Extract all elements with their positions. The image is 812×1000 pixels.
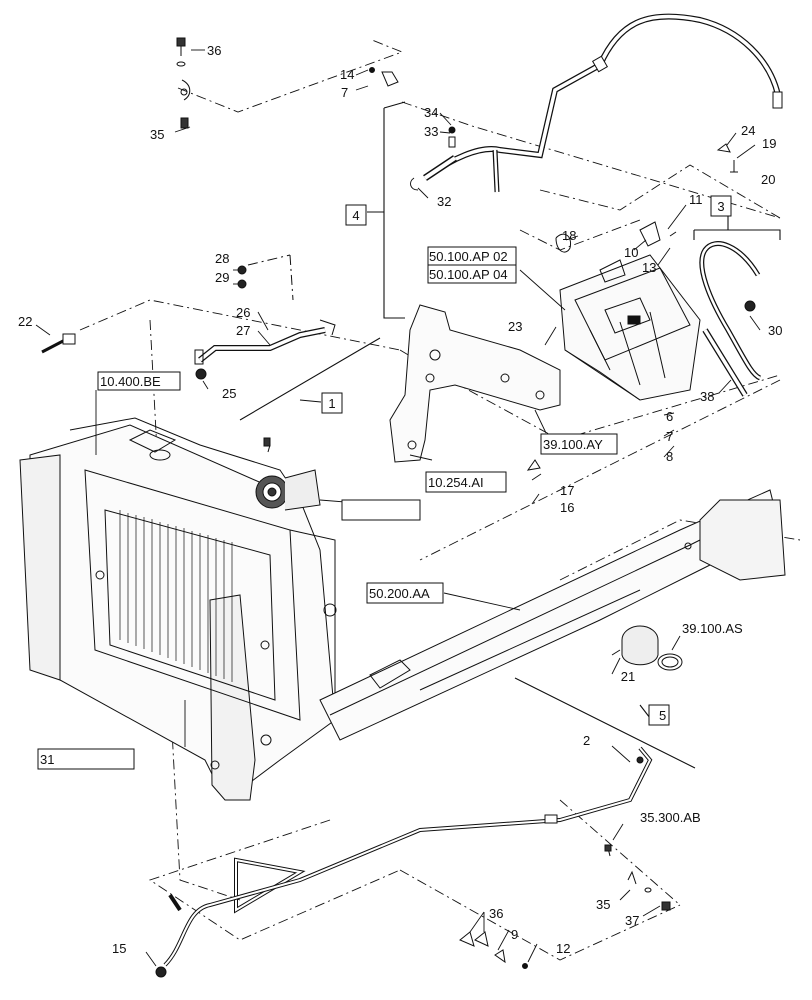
callout-label: 12	[556, 941, 570, 956]
callout-label: 36	[207, 43, 221, 58]
callout-label: 18	[562, 228, 576, 243]
callout-label: 10	[624, 245, 638, 260]
callout-box-3	[710, 195, 732, 217]
callout-label: 27	[236, 323, 250, 338]
callout-label: 17	[560, 483, 574, 498]
callout-label: 1	[328, 396, 335, 411]
callout-label: 15	[112, 941, 126, 956]
callout-label: 38	[700, 389, 714, 404]
callout-label: 20	[761, 172, 775, 187]
callout-label: 19	[762, 136, 776, 151]
callout-label: 33	[424, 124, 438, 139]
callout-label: 36	[489, 906, 503, 921]
callout-label: 25	[222, 386, 236, 401]
callout-box-2	[648, 704, 670, 726]
callout-label: 3	[717, 199, 724, 214]
callout-label: 31	[40, 752, 54, 767]
callout-label: 22	[18, 314, 32, 329]
callout-label: 35	[150, 127, 164, 142]
callout-label: 28	[215, 251, 229, 266]
callout-label: 8	[666, 449, 673, 464]
callout-label: 34	[424, 105, 438, 120]
callout-box-4	[345, 204, 367, 226]
callout-label: 29	[215, 270, 229, 285]
callout-label: 50.100.AP 02	[429, 249, 508, 264]
callout-label: 35	[596, 897, 610, 912]
callout-label: 9	[511, 927, 518, 942]
callout-label: 7	[341, 85, 348, 100]
callout-label: 50.200.AA	[369, 586, 430, 601]
callout-label: 5	[659, 708, 666, 723]
callout-label: 23	[508, 319, 522, 334]
callout-label: 13	[642, 260, 656, 275]
callout-label: 24	[741, 123, 755, 138]
callout-label: 39.100.AY	[543, 437, 603, 452]
callout-label: 21	[621, 669, 635, 684]
callout-label: 10.400.BE	[100, 374, 161, 389]
callout-label: 50.100.AP 04	[429, 267, 508, 282]
callout-label: 11	[689, 192, 703, 207]
callout-label: 26	[236, 305, 250, 320]
callout-label: 32	[437, 194, 451, 209]
callout-label: 37	[625, 913, 639, 928]
callout-label: 6	[666, 409, 673, 424]
callout-label: 39.100.AS	[682, 621, 743, 636]
callout-label: 7	[666, 429, 673, 444]
callout-box-1	[321, 392, 343, 414]
callout-label: 16	[560, 500, 574, 515]
callout-label: 35.300.AB	[640, 810, 701, 825]
callout-label: 10.254.AI	[428, 475, 484, 490]
callout-label: 2	[583, 733, 590, 748]
callout-label: 30	[768, 323, 782, 338]
callout-label: 14	[340, 67, 354, 82]
callout-label: 4	[352, 208, 359, 223]
